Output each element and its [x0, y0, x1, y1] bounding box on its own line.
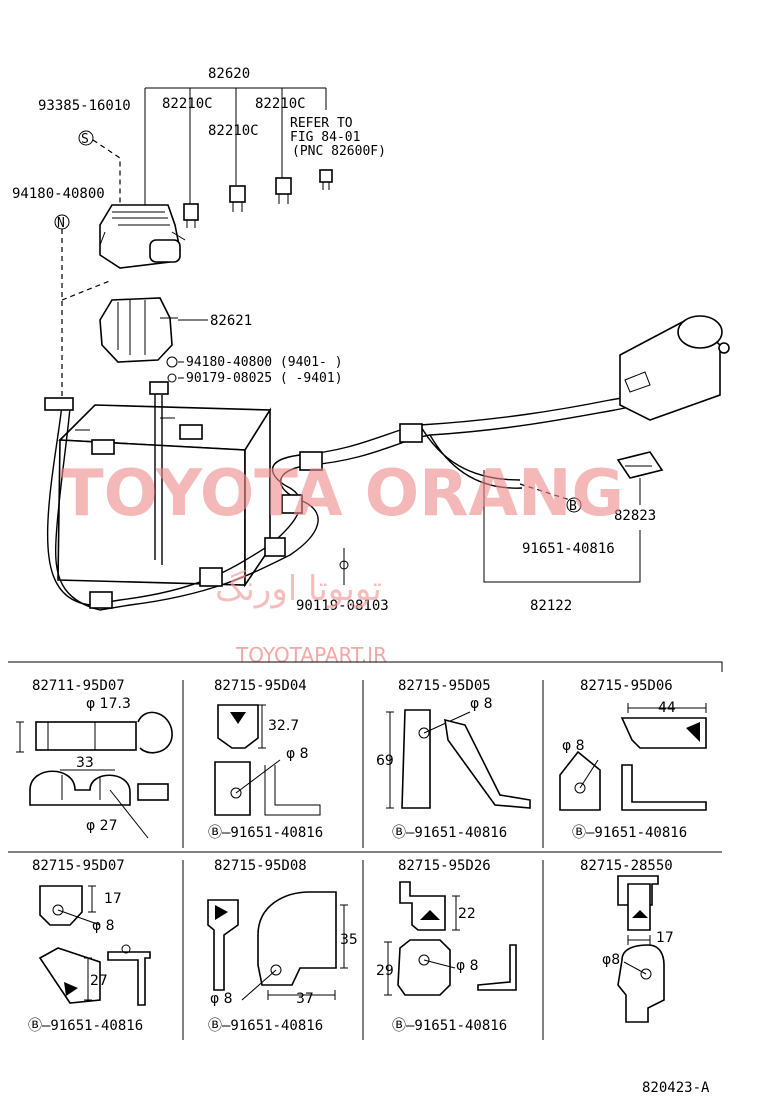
figure-code: 820423-A	[642, 1080, 710, 1096]
d7-bracket-drawing	[384, 881, 517, 996]
d2-bracket-drawing	[214, 704, 321, 816]
d2-ref: Ⓑ—91651-40816	[208, 825, 323, 841]
battery	[57, 404, 272, 588]
block-cover-82621	[99, 297, 178, 363]
d7-ref: Ⓑ—91651-40816	[392, 1018, 507, 1034]
d1-phi-a: φ 17.3	[86, 696, 131, 712]
d8-dim-a: 17	[656, 930, 674, 946]
symbol-n-text: N	[57, 216, 65, 231]
d3-part: 82715-95D05	[398, 678, 491, 694]
d7-dim-a: 22	[458, 906, 476, 922]
fuse-1	[183, 203, 199, 228]
callout-94180-40800-top: 94180-40800	[12, 186, 105, 202]
dash-leader-n	[61, 229, 113, 400]
callout-82620: 82620	[208, 66, 250, 82]
callout-82621: 82621	[210, 313, 252, 329]
d3-bracket-drawing	[386, 709, 531, 809]
callout-91651-40816: 91651-40816	[522, 541, 615, 557]
d4-dim-a: 44	[658, 700, 676, 716]
cable-branch	[419, 424, 523, 489]
connector-82823	[616, 451, 664, 479]
d2-part: 82715-95D04	[214, 678, 307, 694]
d4-ref: Ⓑ—91651-40816	[572, 825, 687, 841]
d7-phi: φ 8	[456, 958, 479, 974]
d5-phi: φ 8	[92, 918, 115, 934]
watermark-brand: TOYOTA ORANG	[60, 457, 624, 531]
bolt-icon	[167, 373, 177, 383]
watermark-url: TOYOTAPART.IR	[235, 643, 387, 667]
callout-82122: 82122	[530, 598, 572, 614]
d3-ref: Ⓑ—91651-40816	[392, 825, 507, 841]
nut-icon	[166, 356, 178, 368]
leader-82122	[483, 470, 641, 583]
d6-dim-b: 37	[296, 991, 314, 1007]
d2-phi: φ 8	[286, 746, 309, 762]
detail-grid-lines	[8, 661, 723, 853]
callout-90119-08103: 90119-08103	[296, 598, 389, 614]
callout-82210c-c: 82210C	[208, 123, 259, 139]
callout-82210c-b: 82210C	[255, 96, 306, 112]
screw-head-icon	[339, 560, 349, 570]
d3-dim-a: 69	[376, 753, 394, 769]
starter-motor	[619, 315, 730, 421]
fuse-2	[229, 185, 246, 212]
callout-82210c-a: 82210C	[162, 96, 213, 112]
callout-93385-16010: 93385-16010	[38, 98, 131, 114]
callout-94180-40800-mid: 94180-40800 (9401- )	[186, 355, 343, 370]
d5-dim-b: 27	[90, 973, 108, 989]
d8-phi: φ8	[602, 952, 620, 968]
symbol-b-text: B	[569, 499, 577, 514]
d7-part: 82715-95D26	[398, 858, 491, 874]
d6-ref: Ⓑ—91651-40816	[208, 1018, 323, 1034]
d6-phi: φ 8	[210, 991, 233, 1007]
callout-90179-08025: 90179-08025 ( -9401)	[186, 371, 343, 386]
d5-ref: Ⓑ—91651-40816	[28, 1018, 143, 1034]
d6-dim-a: 35	[340, 932, 358, 948]
d4-part: 82715-95D06	[580, 678, 673, 694]
fuse-3	[275, 177, 292, 204]
d8-part: 82715-28550	[580, 858, 673, 874]
leader-82620	[144, 87, 327, 205]
d4-bracket-drawing	[559, 703, 707, 811]
d1-clamp-drawing	[16, 711, 173, 839]
d1-dim-a: 33	[76, 755, 94, 771]
d7-dim-b: 29	[376, 963, 394, 979]
d1-phi-b: φ 27	[86, 818, 118, 834]
detail-grid-dividers	[182, 680, 544, 1040]
d6-bracket-drawing	[207, 891, 348, 1001]
d8-bracket-drawing	[617, 875, 665, 1023]
fusible-link-block	[99, 204, 186, 269]
symbol-s-text: S	[81, 132, 89, 147]
d5-part: 82715-95D07	[32, 858, 125, 874]
dash-leader-s	[92, 139, 121, 205]
d2-dim-a: 32.7	[268, 718, 299, 734]
refer-line-3: (PNC 82600F)	[292, 144, 386, 159]
refer-line-2: FIG 84-01	[290, 130, 360, 145]
d6-part: 82715-95D08	[214, 858, 307, 874]
cable-clamps	[44, 381, 423, 609]
refer-line-1: REFER TO	[290, 116, 353, 131]
d4-phi: φ 8	[562, 738, 585, 754]
symbol-b-icon	[566, 497, 582, 513]
d5-dim-a: 17	[104, 891, 122, 907]
callout-82823: 82823	[614, 508, 656, 524]
watermark-persian: تویوتا اورنگ	[215, 569, 382, 609]
d1-part: 82711-95D07	[32, 678, 125, 694]
cable-main-b	[54, 407, 616, 611]
cable-positive	[154, 390, 163, 565]
d5-bracket-drawing	[38, 885, 151, 1006]
fuse-4	[319, 169, 333, 190]
symbol-s-icon	[78, 130, 94, 146]
d3-phi: φ 8	[470, 696, 493, 712]
